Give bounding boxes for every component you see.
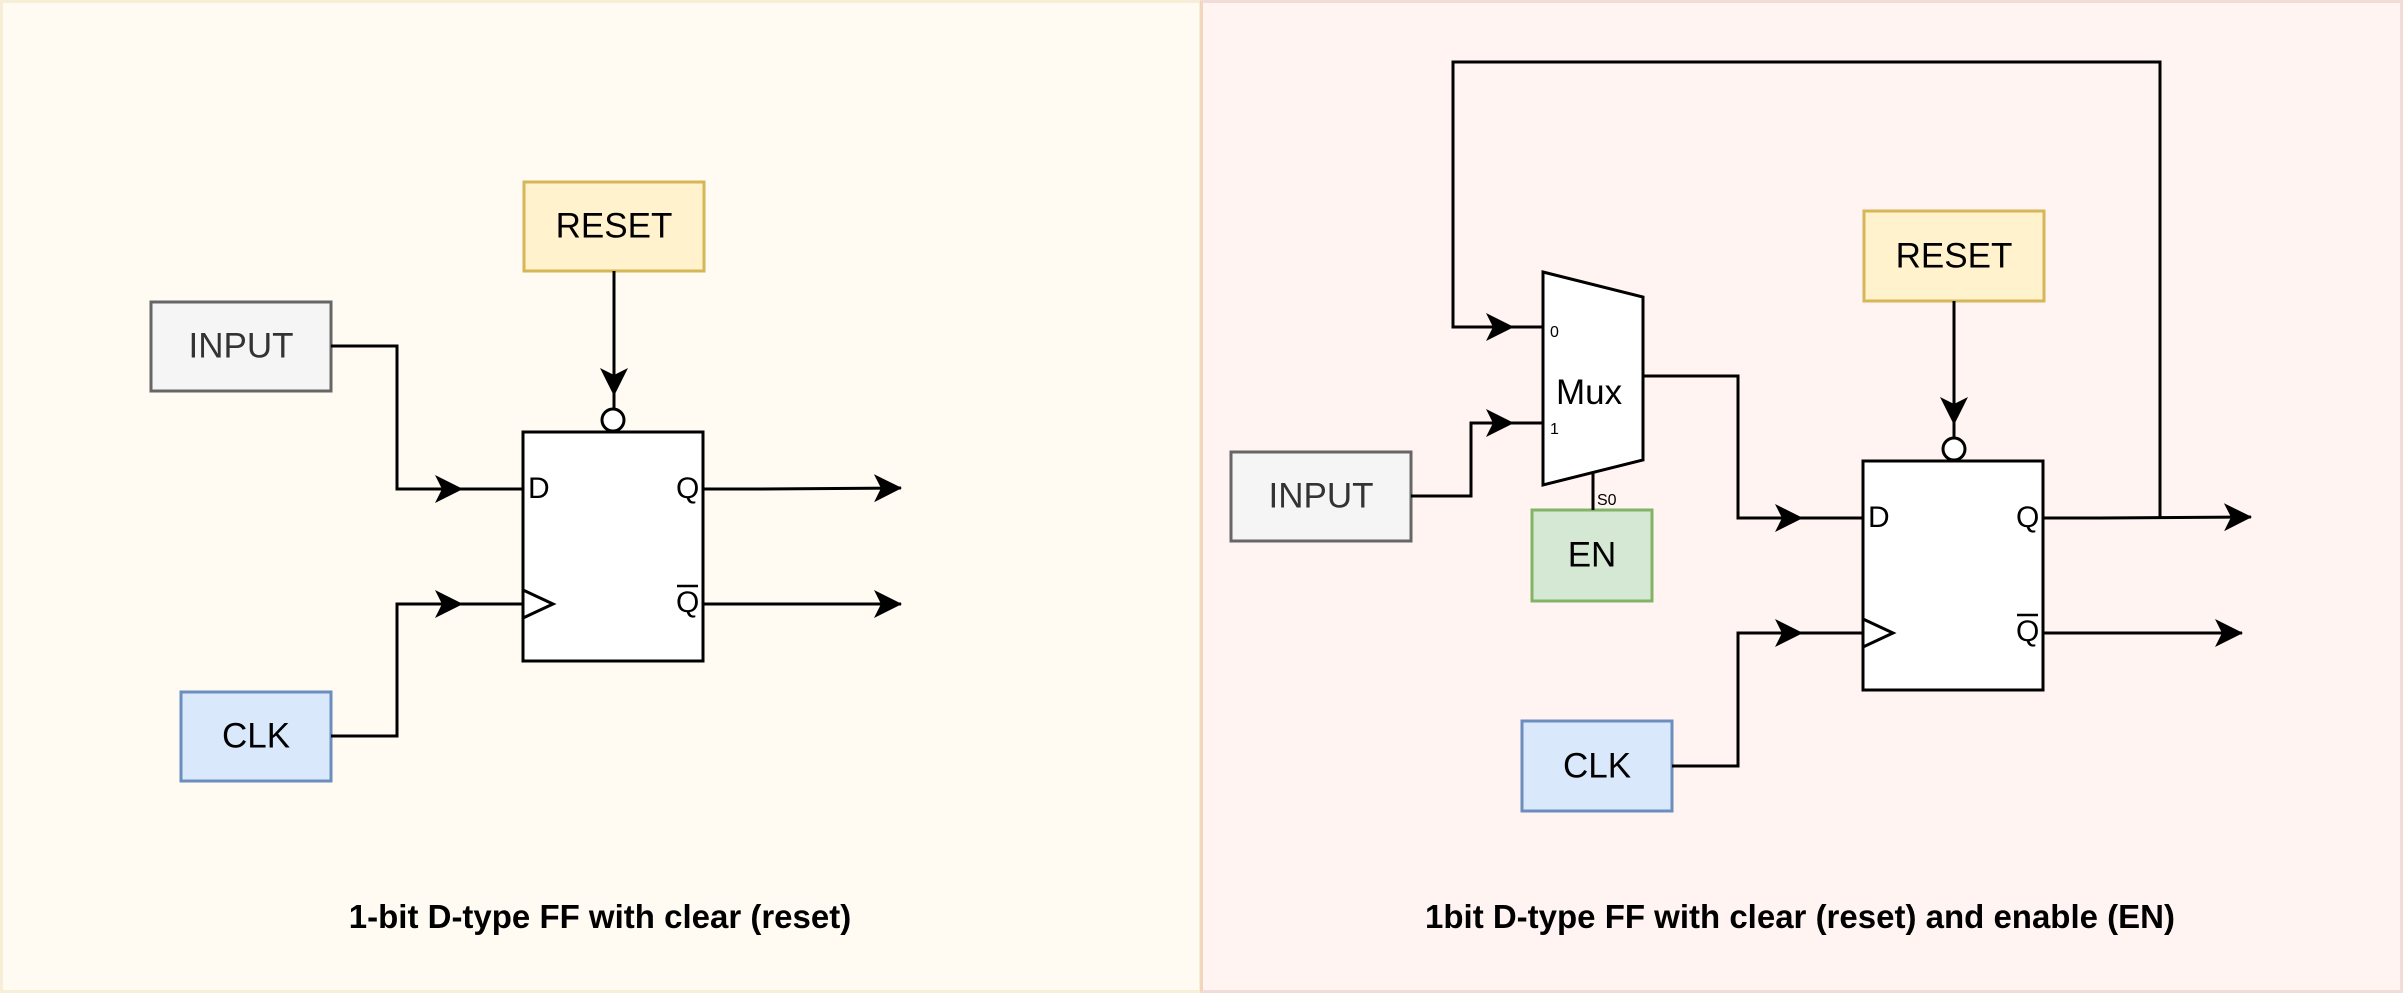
wire-clk-to-ff: [331, 590, 463, 738]
reset-label: RESET: [1896, 236, 2013, 275]
input-label: INPUT: [1269, 476, 1374, 515]
pin-q-label: Q: [2016, 501, 2039, 534]
wire-input-to-mux1: [1411, 409, 1514, 498]
d-flip-flop[interactable]: D Q Q: [1861, 436, 2045, 692]
left-caption: 1-bit D-type FF with clear (reset): [349, 898, 851, 935]
wire-input-to-d: [331, 344, 463, 503]
clock-edge-icon: [1862, 617, 1897, 649]
pin-qbar-label: Q: [676, 586, 699, 619]
wire-q-output: [703, 474, 902, 503]
left-diagram: INPUT RESET CLK D Q Q 1-bi: [149, 180, 902, 935]
input-block[interactable]: INPUT: [149, 300, 333, 393]
multiplexer[interactable]: Mux 0 1 S0: [1541, 270, 1645, 509]
clk-block[interactable]: CLK: [179, 690, 333, 783]
reset-label: RESET: [556, 206, 673, 245]
wire-q-output: [2043, 503, 2252, 532]
pin-qbar-label: Q: [2016, 615, 2039, 648]
pin-d-label: D: [528, 472, 550, 505]
en-block[interactable]: EN: [1530, 508, 1654, 603]
clk-label: CLK: [1563, 746, 1631, 785]
input-block[interactable]: INPUT: [1229, 450, 1413, 543]
right-caption: 1bit D-type FF with clear (reset) and en…: [1425, 898, 2175, 935]
clk-label: CLK: [222, 716, 290, 755]
mux-select-label: S0: [1597, 492, 1617, 509]
right-diagram: INPUT EN RESET CLK Mux 0 1 S0: [1229, 60, 2252, 935]
pin-d-label: D: [1868, 501, 1890, 534]
mux-label: Mux: [1556, 373, 1623, 412]
en-label: EN: [1568, 535, 1617, 574]
mux-input-0-label: 0: [1550, 324, 1559, 341]
reset-block[interactable]: RESET: [1862, 209, 2046, 303]
wire-clk-to-ff: [1672, 619, 1803, 768]
reset-inversion-bubble-icon: [1941, 436, 1967, 462]
wire-feedback-q-to-mux0: [1451, 60, 2162, 518]
reset-block[interactable]: RESET: [522, 180, 706, 273]
d-flip-flop[interactable]: D Q Q: [521, 407, 705, 663]
mux-input-1-label: 1: [1550, 421, 1559, 438]
clk-block[interactable]: CLK: [1520, 719, 1674, 813]
pin-q-label: Q: [676, 472, 699, 505]
input-label: INPUT: [189, 326, 294, 365]
clock-edge-icon: [522, 588, 557, 620]
reset-inversion-bubble-icon: [600, 407, 626, 433]
wire-mux-to-d: [1643, 374, 1803, 532]
